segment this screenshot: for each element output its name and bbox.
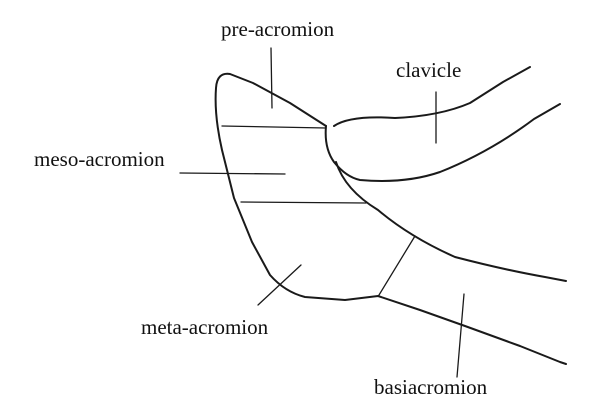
leader-pre-acromion	[271, 48, 272, 108]
label-meso-acromion: meso-acromion	[34, 147, 165, 171]
divider-line-basi	[379, 236, 415, 295]
clavicle-lower-outline	[326, 104, 560, 181]
leader-meso-acromion	[180, 173, 285, 174]
label-pre-acromion: pre-acromion	[221, 17, 334, 41]
divider-line-lower	[241, 202, 366, 203]
leader-meta-acromion	[258, 265, 301, 305]
label-clavicle: clavicle	[396, 58, 461, 82]
label-meta-acromion: meta-acromion	[141, 315, 268, 339]
label-basiacromion: basiacromion	[374, 375, 487, 399]
divider-line-upper	[222, 126, 326, 128]
leader-basiacromion	[457, 294, 464, 377]
